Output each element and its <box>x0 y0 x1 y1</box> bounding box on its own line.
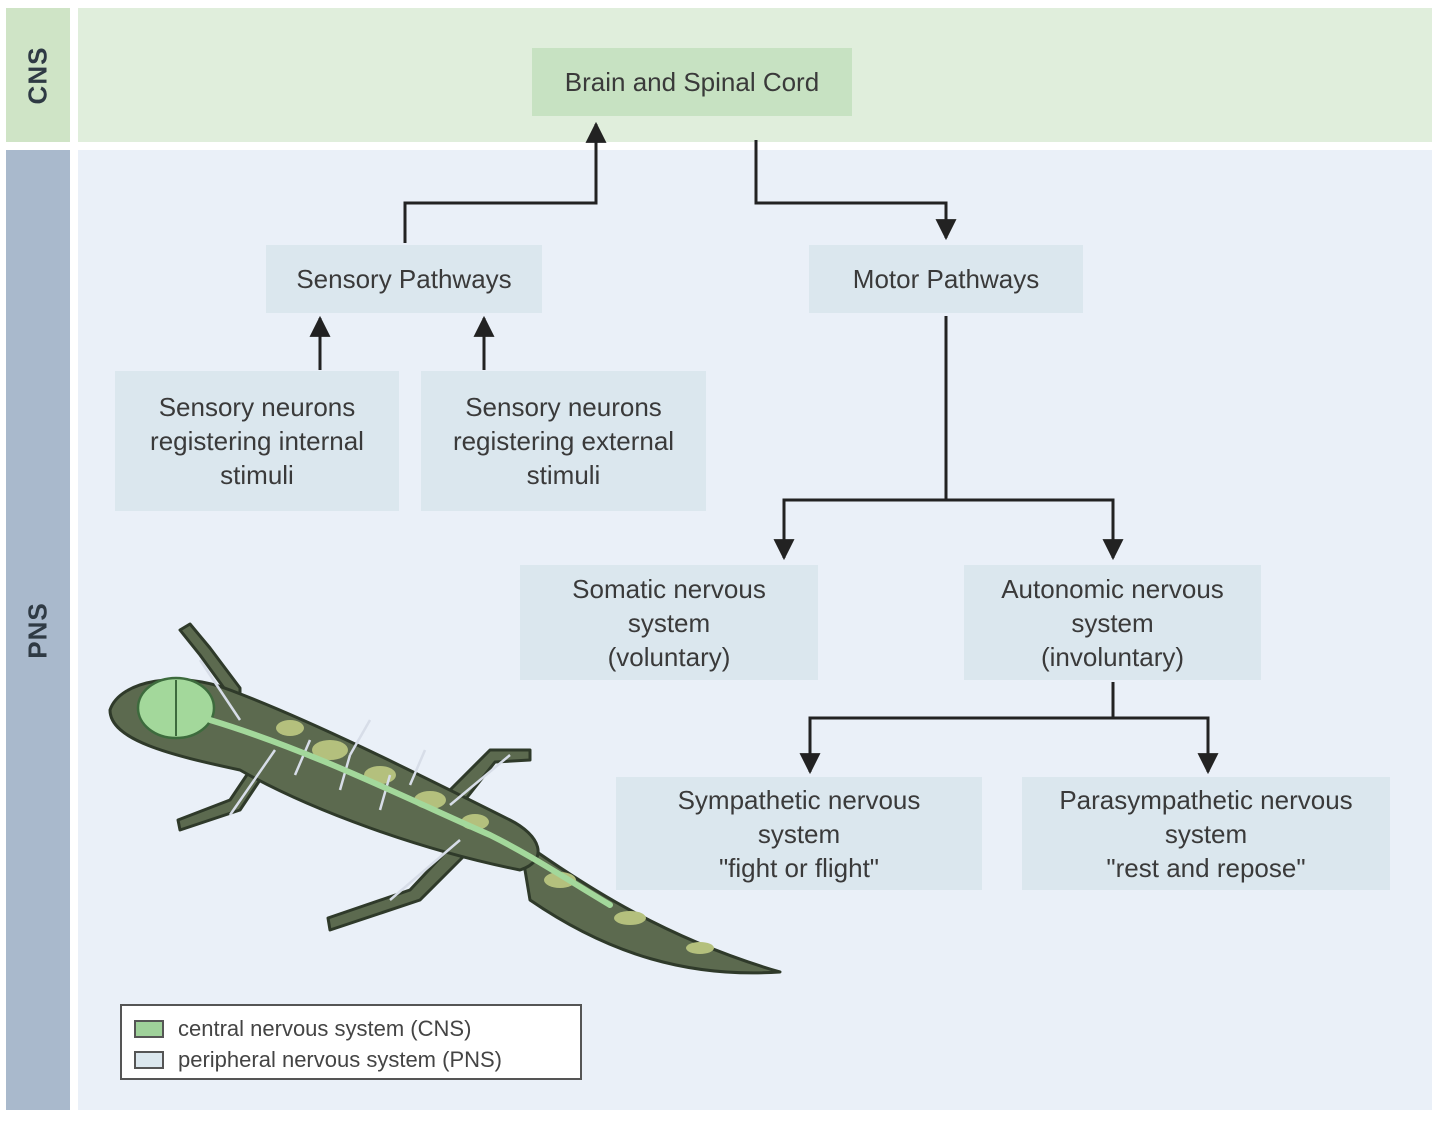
legend-swatch-pns <box>134 1050 164 1069</box>
brain-and-spinal-cord-box: Brain and Spinal Cord <box>532 48 852 116</box>
parasympathetic-nervous-system-box: Parasympathetic nervous system "rest and… <box>1022 777 1390 890</box>
arrow-autonomic-to-sympathetic <box>799 716 1113 775</box>
sensory-neurons-external-box: Sensory neurons registering external sti… <box>421 371 706 511</box>
pns-side-label: PNS <box>6 150 70 1110</box>
arrow-sensory-to-brain <box>403 121 607 243</box>
arrow-brain-to-motor <box>754 140 957 241</box>
sensory-neurons-internal-box: Sensory neurons registering internal sti… <box>115 371 399 511</box>
sympathetic-nervous-system-box: Sympathetic nervous system "fight or fli… <box>616 777 982 890</box>
legend-swatch-cns <box>134 1019 164 1038</box>
legend-label-cns: central nervous system (CNS) <box>178 1015 472 1041</box>
legend: central nervous system (CNS) peripheral … <box>120 1004 582 1080</box>
legend-label-pns: peripheral nervous system (PNS) <box>178 1046 503 1072</box>
sensory-pathways-box: Sensory Pathways <box>266 245 542 313</box>
somatic-nervous-system-box: Somatic nervous system (voluntary) <box>520 565 818 680</box>
autonomic-nervous-system-box: Autonomic nervous system (involuntary) <box>964 565 1261 680</box>
legend-item-cns: central nervous system (CNS) <box>134 1013 568 1044</box>
legend-item-pns: peripheral nervous system (PNS) <box>134 1044 568 1075</box>
arrow-autonomic-to-parasympathetic <box>1113 716 1219 775</box>
arrow-motor-to-somatic <box>773 498 946 561</box>
salamander-illustration <box>108 622 782 975</box>
motor-pathways-box: Motor Pathways <box>809 245 1083 313</box>
arrow-motor-to-autonomic <box>946 498 1124 561</box>
cns-side-label: CNS <box>6 8 70 142</box>
